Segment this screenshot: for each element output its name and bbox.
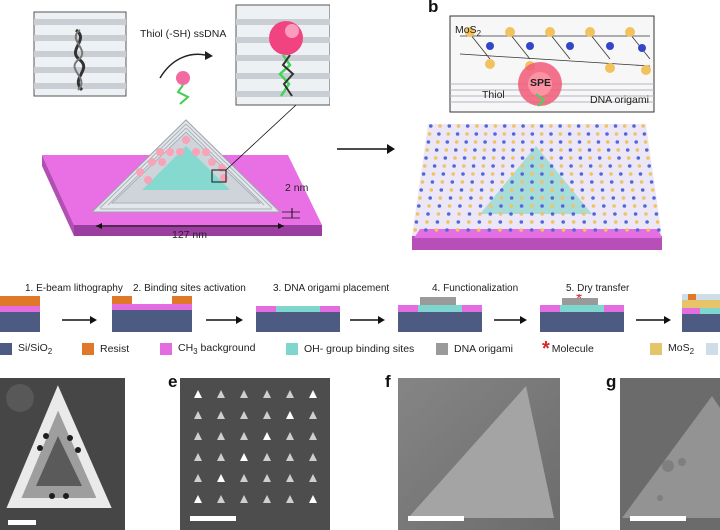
legend-dna-origami: DNA origami (436, 342, 513, 356)
svg-text:*: * (576, 294, 582, 308)
spe-label: SPE (530, 77, 552, 89)
swatch-mos2 (650, 343, 662, 355)
sem-image-d (0, 378, 125, 530)
step-4-label: 4. Functionalization (432, 283, 519, 294)
swatch-si (0, 343, 12, 355)
triangle-origami-substrate (42, 104, 322, 236)
mos2-spe-inset (449, 15, 655, 113)
swatch-oh (286, 343, 298, 355)
panel-g-label: g (606, 372, 617, 391)
legend-mos2: MoS2 (650, 342, 694, 356)
legend-resist: Resist (82, 342, 129, 356)
panel-f-label: f (385, 372, 391, 391)
legend-ch3: CH3 background (160, 342, 255, 356)
step-4-stack (398, 297, 482, 332)
step-5-stack: * (540, 294, 624, 332)
sem-image-g (620, 378, 720, 530)
dim-127nm-label: 127 nm (172, 229, 208, 241)
arrow-a-to-b-icon (337, 144, 395, 154)
step-1-label: 1. E-beam lithography (25, 283, 123, 294)
panel-b-label: b (428, 0, 439, 16)
thiol-ssdna-label: Thiol (-SH) ssDNA (140, 28, 227, 40)
step-2-label: 2. Binding sites activation (133, 283, 246, 294)
step-3-stack (256, 306, 340, 332)
step-5-label: 5. Dry transfer (566, 283, 630, 294)
panel-e-label: e (168, 372, 178, 391)
legend-oh-sites: OH- group binding sites (286, 342, 414, 356)
swatch-resist (82, 343, 94, 355)
sem-image-f (398, 378, 560, 530)
panel-a-illustration (33, 4, 330, 236)
legend-hbn-partial (706, 342, 718, 356)
step-1-stack (0, 296, 40, 332)
step-3-label: 3. DNA origami placement (273, 283, 390, 294)
step-6-stack (682, 294, 720, 332)
legend-si-sio2: Si/SiO2 (0, 342, 52, 356)
molecule-marker-icon: * (542, 338, 550, 360)
ssdna-inset (33, 11, 127, 97)
mos2-label: MoS2 (455, 24, 482, 39)
dna-origami-label: DNA origami (590, 94, 649, 106)
process-diagram: * (0, 294, 720, 332)
spe-molecule-icon (176, 71, 190, 85)
swatch-hbn (706, 343, 718, 355)
step-2-stack (112, 296, 192, 332)
legend-molecule: * Molecule (542, 338, 594, 360)
panel-b-illustration (412, 15, 662, 250)
swatch-origami (436, 343, 448, 355)
swatch-ch3 (160, 343, 172, 355)
sem-image-e (180, 378, 330, 530)
functionalized-inset (235, 4, 330, 106)
thiol-label: Thiol (482, 89, 505, 101)
mos2-lattice-dots (413, 124, 661, 232)
dim-2nm-label: 2 nm (285, 182, 309, 194)
